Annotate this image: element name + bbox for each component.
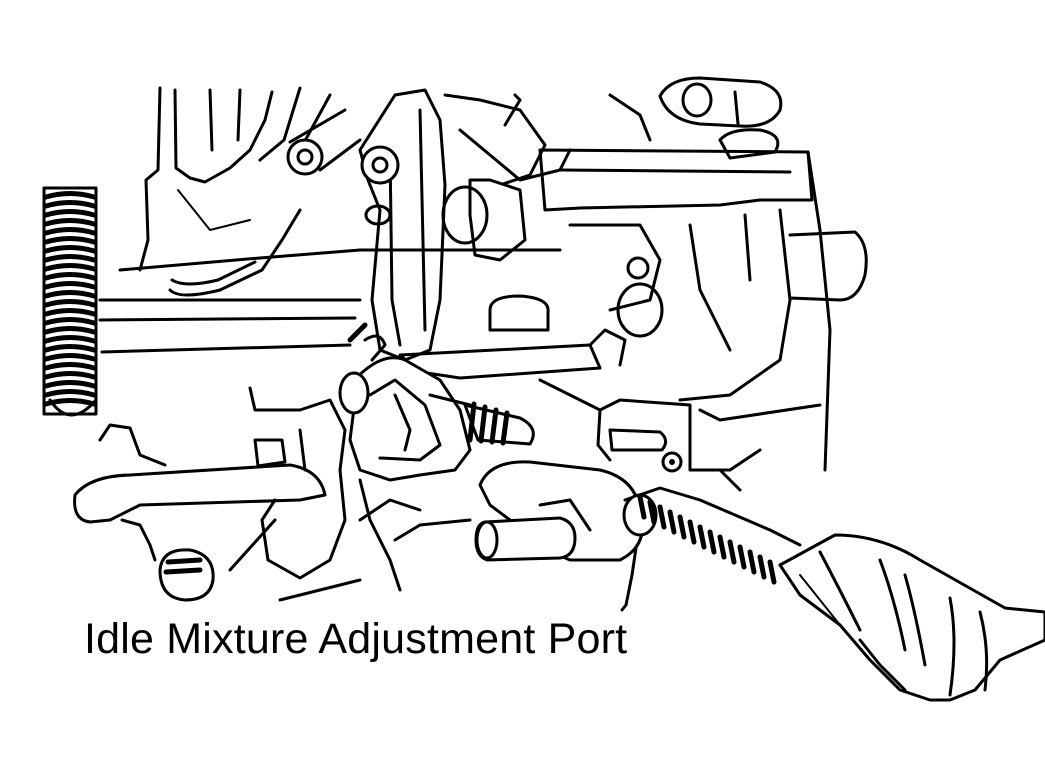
mixture-adjustment-tool (624, 495, 1045, 700)
spring-coil (46, 293, 94, 297)
throttle-shaft (100, 250, 625, 378)
spring-coil (46, 221, 94, 225)
idle-speed-bracket (340, 325, 470, 480)
throttle-lever (360, 90, 445, 360)
tool-thread-line (650, 502, 654, 522)
spring-coil (46, 392, 94, 396)
tool-thread-line (760, 557, 764, 577)
carburetor-base (395, 380, 820, 560)
tool-thread-line (730, 542, 734, 562)
tool-thread-line (660, 507, 664, 527)
spring-coil (46, 194, 94, 198)
spring-coil (46, 266, 94, 270)
tool-thread-line (700, 527, 704, 547)
spring-coil (46, 365, 94, 369)
spring-coil (46, 302, 94, 306)
spring-coil (46, 329, 94, 333)
screw-thread-line (481, 407, 485, 441)
spring-coil (46, 212, 94, 216)
spring-coil (46, 275, 94, 279)
air-horn-housing (540, 78, 866, 470)
spring-coil (46, 320, 94, 324)
spring-coil (46, 248, 94, 252)
screw-thread-line (503, 413, 507, 443)
tool-thread-line (670, 512, 674, 532)
spring-coil (46, 230, 94, 234)
spring-coil (46, 374, 94, 378)
choke-linkage (443, 95, 570, 260)
spring-coil (46, 203, 94, 207)
tool-thread-line (770, 562, 774, 582)
callout-leader (622, 548, 636, 610)
tool-thread-line (680, 517, 684, 537)
tool-thread-line (640, 497, 644, 517)
screw-thread-line (470, 404, 474, 440)
tool-thread-line (740, 547, 744, 567)
spring-coil (46, 338, 94, 342)
spring-coil (46, 239, 94, 243)
throttle-arm (75, 388, 420, 600)
spring-coil (46, 401, 94, 405)
callout-label: Idle Mixture Adjustment Port (84, 615, 628, 663)
tool-thread-line (750, 552, 754, 572)
spring-coil (46, 284, 94, 288)
idle-speed-screw (430, 395, 533, 444)
spring-coil (46, 257, 94, 261)
upper-body-outline (140, 88, 360, 295)
tool-thread-line (690, 522, 694, 542)
spring-coil (46, 383, 94, 387)
spring-coil (46, 347, 94, 351)
tool-thread-line (720, 537, 724, 557)
spring-coil (46, 311, 94, 315)
throttle-return-spring (44, 188, 96, 415)
spring-coil (46, 356, 94, 360)
screw-thread-line (492, 410, 496, 442)
tool-thread-line (710, 532, 714, 552)
